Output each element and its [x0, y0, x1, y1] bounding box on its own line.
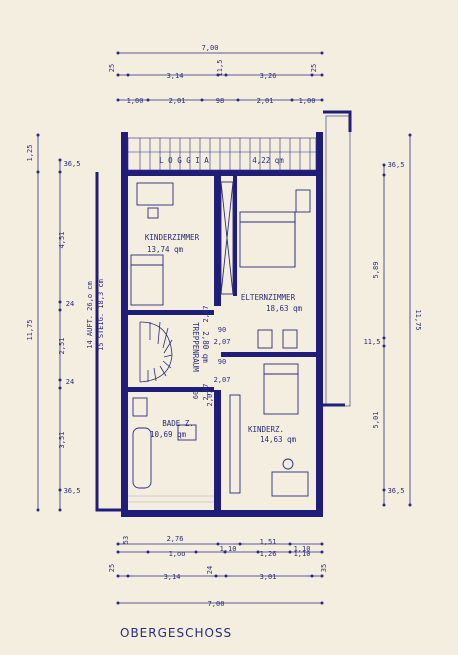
- opening-h: 2,07: [206, 390, 214, 407]
- room-loggia-area: 4,22 qm: [252, 156, 284, 165]
- dim-top-r1-c: 11,5: [216, 60, 224, 77]
- dim-right-d: 5,01: [372, 412, 380, 429]
- dim-bottom-r1-b: 53: [122, 536, 130, 544]
- dim-right-e: 36,5: [388, 487, 405, 495]
- bed-2: [263, 363, 299, 415]
- room-elternzimmer-area: 18,63 qm: [266, 304, 303, 313]
- room-kinderz2-name: KINDERZ.: [248, 425, 284, 434]
- dim-left-h: 36,5: [64, 487, 81, 495]
- dim-bottom-r3-d: 3,01: [260, 573, 277, 581]
- dim-top-r2-b: 2,01: [169, 97, 186, 105]
- wall-right: [316, 132, 323, 517]
- nightstand-2: [257, 329, 273, 349]
- dim-top-r1-b: 3,14: [167, 72, 184, 80]
- dim-left-f: 24: [66, 378, 74, 386]
- room-treppenraum-area: 2,80 qm: [201, 331, 210, 363]
- wall-mid-top: [214, 176, 221, 306]
- desk-1: [136, 182, 174, 206]
- opening-a: 2,07: [202, 306, 210, 323]
- dim-bottom-r2-c: 1,26: [260, 550, 277, 558]
- dim-right-a: 36,5: [388, 161, 405, 169]
- dim-bottom-r3-e: 35: [320, 564, 328, 572]
- nightstand-3: [282, 329, 298, 349]
- furniture: [130, 181, 311, 497]
- dim-bottom-total: 7,00: [208, 600, 225, 608]
- dim-bottom-r2-d: 1,10: [294, 550, 311, 558]
- dim-right-c: 11,5: [364, 338, 381, 346]
- dim-left-total: 11,75: [26, 319, 34, 340]
- bathtub: [132, 427, 152, 489]
- wardrobe: [229, 394, 241, 494]
- wall-stair-bottom: [128, 387, 214, 392]
- desk-2: [271, 471, 309, 497]
- opening-b: 90: [218, 326, 226, 334]
- wall-kind2-top: [221, 352, 316, 357]
- dim-top-r2-d: 2,01: [257, 97, 274, 105]
- stair-steig: 15 STEIG. 18,3 cm: [97, 279, 105, 351]
- chair-1: [147, 207, 159, 219]
- dim-left-c: 4,51: [58, 232, 66, 249]
- room-treppenraum-name: TREPPENRAUM: [191, 322, 200, 372]
- wall-stair-top: [128, 310, 214, 315]
- dim-bottom-r3-c: 24: [206, 566, 214, 574]
- opening-e: 2,07: [214, 376, 231, 384]
- dim-top-r1-e: 25: [310, 64, 318, 72]
- staircase: [139, 321, 173, 383]
- chair-2: [282, 458, 294, 470]
- room-badez-area: 10,69 qm: [150, 430, 187, 439]
- dim-top-r1-d: 3,26: [260, 72, 277, 80]
- dim-top-r2-c: 98: [216, 97, 224, 105]
- wall-bottom: [121, 510, 323, 517]
- walls: [121, 132, 323, 517]
- dim-bottom-r2-b: 1,10: [220, 545, 237, 553]
- dim-bottom-r3-a: 25: [108, 564, 116, 572]
- opening-d: 90: [218, 358, 226, 366]
- stair-auft: 14 AUFT. 26,o cm: [86, 281, 94, 348]
- dim-left-d: 24: [66, 300, 74, 308]
- dim-bottom-r1-d: 1,10: [294, 545, 311, 553]
- dim-bottom-r2-a: 1,oo: [169, 550, 186, 558]
- double-bed: [239, 211, 296, 268]
- room-kinderzimmer1-area: 13,74 qm: [147, 245, 184, 254]
- opening-f: 2,07: [202, 384, 210, 401]
- wall-left: [121, 132, 128, 517]
- bed-1: [130, 254, 164, 306]
- wall-loggia: [121, 170, 323, 176]
- room-kinderzimmer1-name: KINDERZIMMER: [145, 233, 200, 242]
- dim-top-total: 7,00: [202, 44, 219, 52]
- room-loggia-name: L O G G I A: [159, 156, 209, 165]
- dim-top-r2-a: 1,00: [127, 97, 144, 105]
- dim-bottom-r3-b: 3,14: [164, 573, 181, 581]
- wc: [177, 424, 197, 441]
- dim-top-r2-e: 1,00: [299, 97, 316, 105]
- wall-mid-bottom: [214, 390, 221, 515]
- opening-c: 2,07: [214, 338, 231, 346]
- opening-g: 60: [192, 391, 200, 399]
- dim-left-a: 1,25: [26, 145, 34, 162]
- dim-top-r1-a: 25: [108, 64, 116, 72]
- dim-left-e: 2,51: [58, 338, 66, 355]
- washbasin: [132, 397, 148, 417]
- room-kinderz2-area: 14,63 qm: [260, 435, 297, 444]
- dim-left-g: 3,51: [58, 432, 66, 449]
- closet: [220, 181, 234, 295]
- room-badez-name: BADE Z.: [162, 419, 194, 428]
- nightstand-1: [295, 189, 311, 213]
- dim-bottom-r1-c: 1,51: [260, 538, 277, 546]
- plan-title: OBERGESCHOSS: [120, 626, 232, 640]
- room-elternzimmer-name: ELTERNZIMMER: [241, 293, 296, 302]
- wall-closet: [233, 176, 237, 296]
- dim-right-total: 11,75: [414, 309, 422, 330]
- dim-bottom-r1-a: 2,76: [167, 535, 184, 543]
- dim-left-b: 36,5: [64, 160, 81, 168]
- dim-right-b: 5,89: [372, 262, 380, 279]
